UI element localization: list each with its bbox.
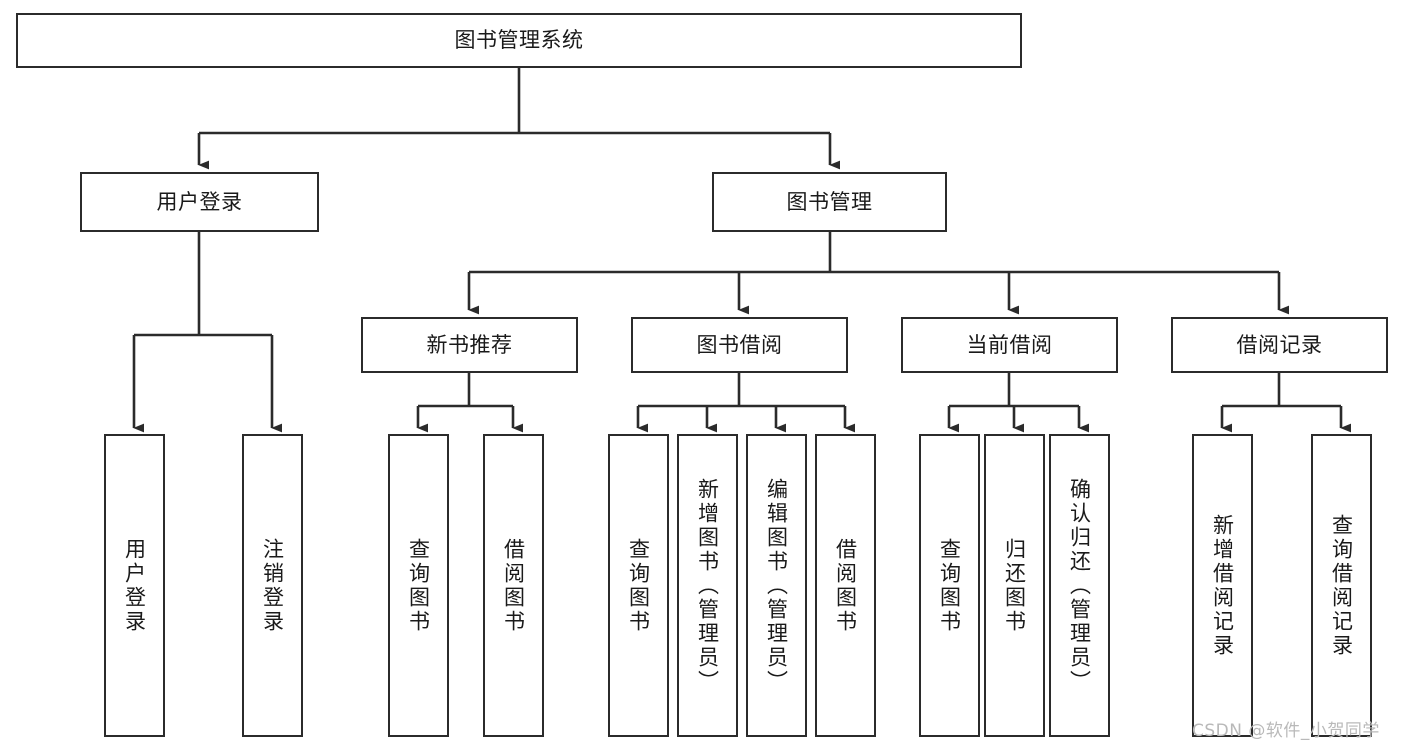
node-new-book-recommend-label: 新书推荐	[426, 332, 513, 357]
node-leaf-query-book-1-label: 查询图书	[406, 537, 431, 634]
node-borrow-record-label: 借阅记录	[1236, 332, 1323, 357]
node-book-manage-label: 图书管理	[786, 189, 873, 214]
node-book-borrow-label: 图书借阅	[696, 332, 783, 357]
node-leaf-confirm-return[interactable]: 确认归还（管理员）	[1049, 434, 1110, 737]
node-leaf-user-login-label: 用户登录	[122, 537, 147, 634]
node-new-book-recommend[interactable]: 新书推荐	[361, 317, 578, 373]
node-leaf-query-record[interactable]: 查询借阅记录	[1311, 434, 1372, 737]
node-leaf-logout-login[interactable]: 注销登录	[242, 434, 303, 737]
node-leaf-query-book-3[interactable]: 查询图书	[919, 434, 980, 737]
node-leaf-edit-book[interactable]: 编辑图书（管理员）	[746, 434, 807, 737]
node-root[interactable]: 图书管理系统	[16, 13, 1022, 68]
node-leaf-borrow-book-2-label: 借阅图书	[833, 537, 858, 634]
node-leaf-add-record-label: 新增借阅记录	[1210, 513, 1235, 658]
node-leaf-add-record[interactable]: 新增借阅记录	[1192, 434, 1253, 737]
node-leaf-query-book-2-label: 查询图书	[626, 537, 651, 634]
node-book-manage[interactable]: 图书管理	[712, 172, 947, 232]
node-current-borrow-label: 当前借阅	[966, 332, 1053, 357]
node-leaf-borrow-book-2[interactable]: 借阅图书	[815, 434, 876, 737]
node-leaf-confirm-return-label: 确认归还（管理员）	[1067, 477, 1092, 694]
node-root-label: 图书管理系统	[454, 28, 584, 53]
node-leaf-borrow-book-1[interactable]: 借阅图书	[483, 434, 544, 737]
node-leaf-borrow-book-1-label: 借阅图书	[501, 537, 526, 634]
node-leaf-user-login[interactable]: 用户登录	[104, 434, 165, 737]
node-leaf-query-book-1[interactable]: 查询图书	[388, 434, 449, 737]
node-leaf-query-book-2[interactable]: 查询图书	[608, 434, 669, 737]
node-leaf-edit-book-label: 编辑图书（管理员）	[764, 477, 789, 694]
node-user-login-label: 用户登录	[156, 189, 243, 214]
node-leaf-return-book[interactable]: 归还图书	[984, 434, 1045, 737]
node-leaf-query-book-3-label: 查询图书	[937, 537, 962, 634]
node-user-login[interactable]: 用户登录	[80, 172, 319, 232]
node-leaf-logout-login-label: 注销登录	[260, 537, 285, 634]
node-leaf-add-book-label: 新增图书（管理员）	[695, 477, 720, 694]
node-book-borrow[interactable]: 图书借阅	[631, 317, 848, 373]
node-borrow-record[interactable]: 借阅记录	[1171, 317, 1388, 373]
node-leaf-add-book[interactable]: 新增图书（管理员）	[677, 434, 738, 737]
node-current-borrow[interactable]: 当前借阅	[901, 317, 1118, 373]
node-leaf-return-book-label: 归还图书	[1002, 537, 1027, 634]
node-leaf-query-record-label: 查询借阅记录	[1329, 513, 1354, 658]
